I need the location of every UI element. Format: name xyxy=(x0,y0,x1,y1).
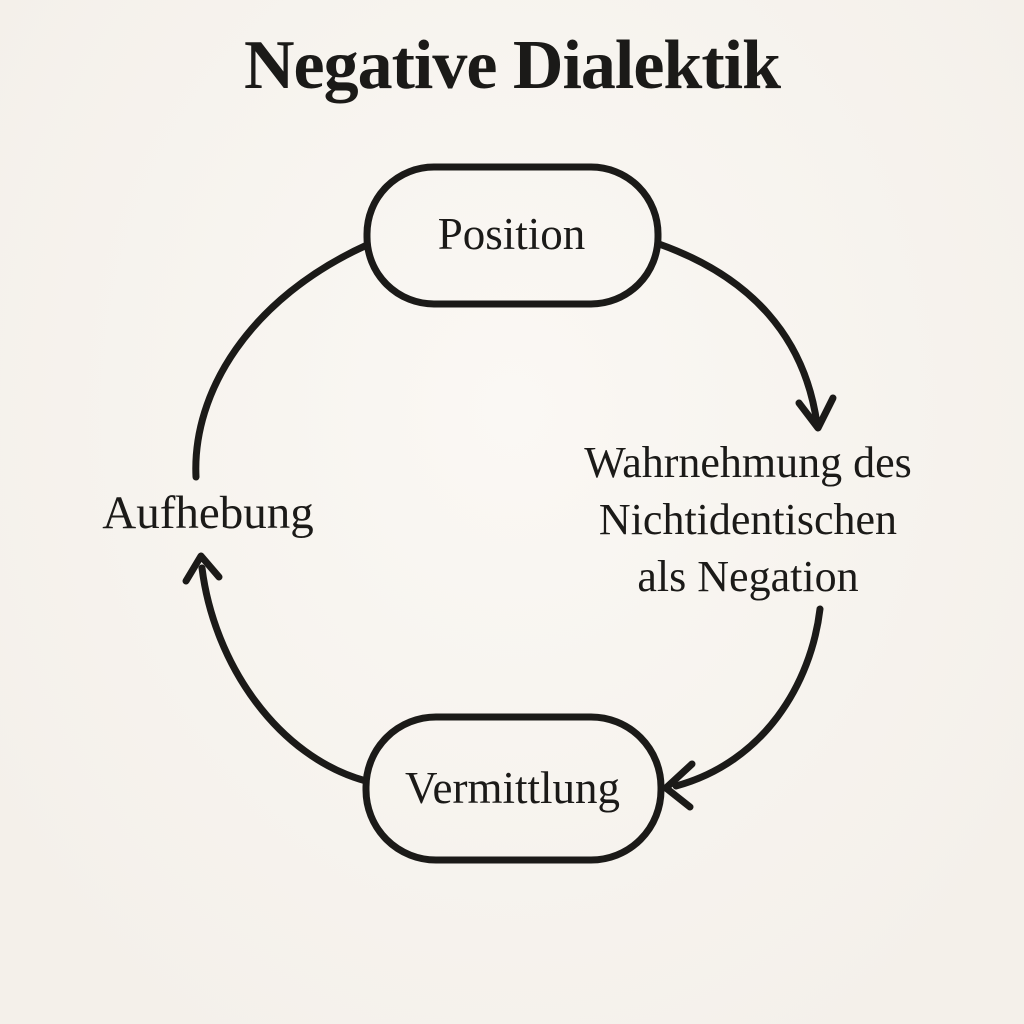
wahrnehmung-line-1: Wahrnehmung des xyxy=(584,438,912,487)
edge-aufhebung-to-position xyxy=(192,241,371,481)
wahrnehmung-line-2: Nichtidentischen xyxy=(598,495,898,544)
edge-wahrnehmung-to-vermittlung-arrowhead xyxy=(662,760,696,811)
node-vermittlung-label: Vermittlung xyxy=(405,763,620,813)
node-wahrnehmung-label: Wahrnehmung des Nichtidentischen als Neg… xyxy=(538,434,958,605)
vermittlung-node-outline xyxy=(362,713,665,864)
edge-vermittlung-to-aufhebung-arrowhead xyxy=(182,552,223,585)
wahrnehmung-line-3: als Negation xyxy=(637,552,859,601)
edge-position-to-wahrnehmung-arrowhead xyxy=(795,394,837,432)
edge-position-to-wahrnehmung xyxy=(655,240,821,428)
node-aufhebung-label: Aufhebung xyxy=(102,487,314,539)
node-position-label: Position xyxy=(437,209,586,259)
diagram-title: Negative Dialektik xyxy=(243,27,781,104)
edge-wahrnehmung-to-vermittlung xyxy=(672,605,824,790)
position-node-outline xyxy=(363,163,662,308)
edge-vermittlung-to-aufhebung xyxy=(198,564,370,785)
